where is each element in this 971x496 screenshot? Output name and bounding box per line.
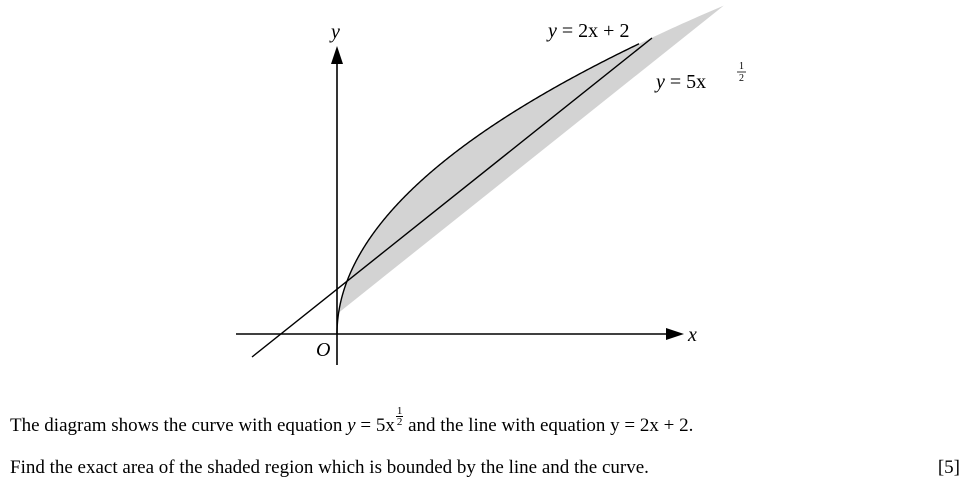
question-task: Find the exact area of the shaded region… bbox=[10, 456, 960, 480]
line-y-2x-plus-2 bbox=[251, 37, 653, 358]
y-axis-label: y bbox=[329, 21, 340, 43]
question-statement: The diagram shows the curve with equatio… bbox=[10, 406, 693, 438]
statement-eq1-rhs: = 5x bbox=[355, 415, 395, 437]
curve-y-5-root-x bbox=[336, 43, 640, 334]
statement-part2: and the line with equation bbox=[403, 415, 611, 437]
statement-exponent-num: 1 bbox=[395, 405, 404, 417]
y-axis-arrowhead bbox=[331, 46, 343, 64]
curve-exponent-numerator: 1 bbox=[739, 61, 744, 72]
statement-eq1-lhs: y bbox=[347, 415, 356, 437]
curve-equation-label: y = 5x bbox=[654, 71, 706, 93]
statement-exponent-den: 2 bbox=[396, 416, 403, 428]
statement-part1: The diagram shows the curve with equatio… bbox=[10, 415, 348, 437]
origin-label: O bbox=[316, 339, 330, 361]
shaded-region bbox=[338, 5, 724, 313]
task-text: Find the exact area of the shaded region… bbox=[10, 457, 649, 478]
statement-eq2: y = 2x + 2. bbox=[610, 415, 694, 437]
x-axis-arrowhead bbox=[666, 328, 684, 340]
marks-label: [5] bbox=[937, 457, 960, 478]
x-axis-label: x bbox=[687, 324, 697, 346]
line-equation-label: y = 2x + 2 bbox=[546, 20, 629, 42]
curve-line-diagram: y x O y = 2x + 2 y = 5x 1 2 bbox=[236, 5, 746, 365]
curve-exponent-denominator: 2 bbox=[739, 73, 744, 84]
